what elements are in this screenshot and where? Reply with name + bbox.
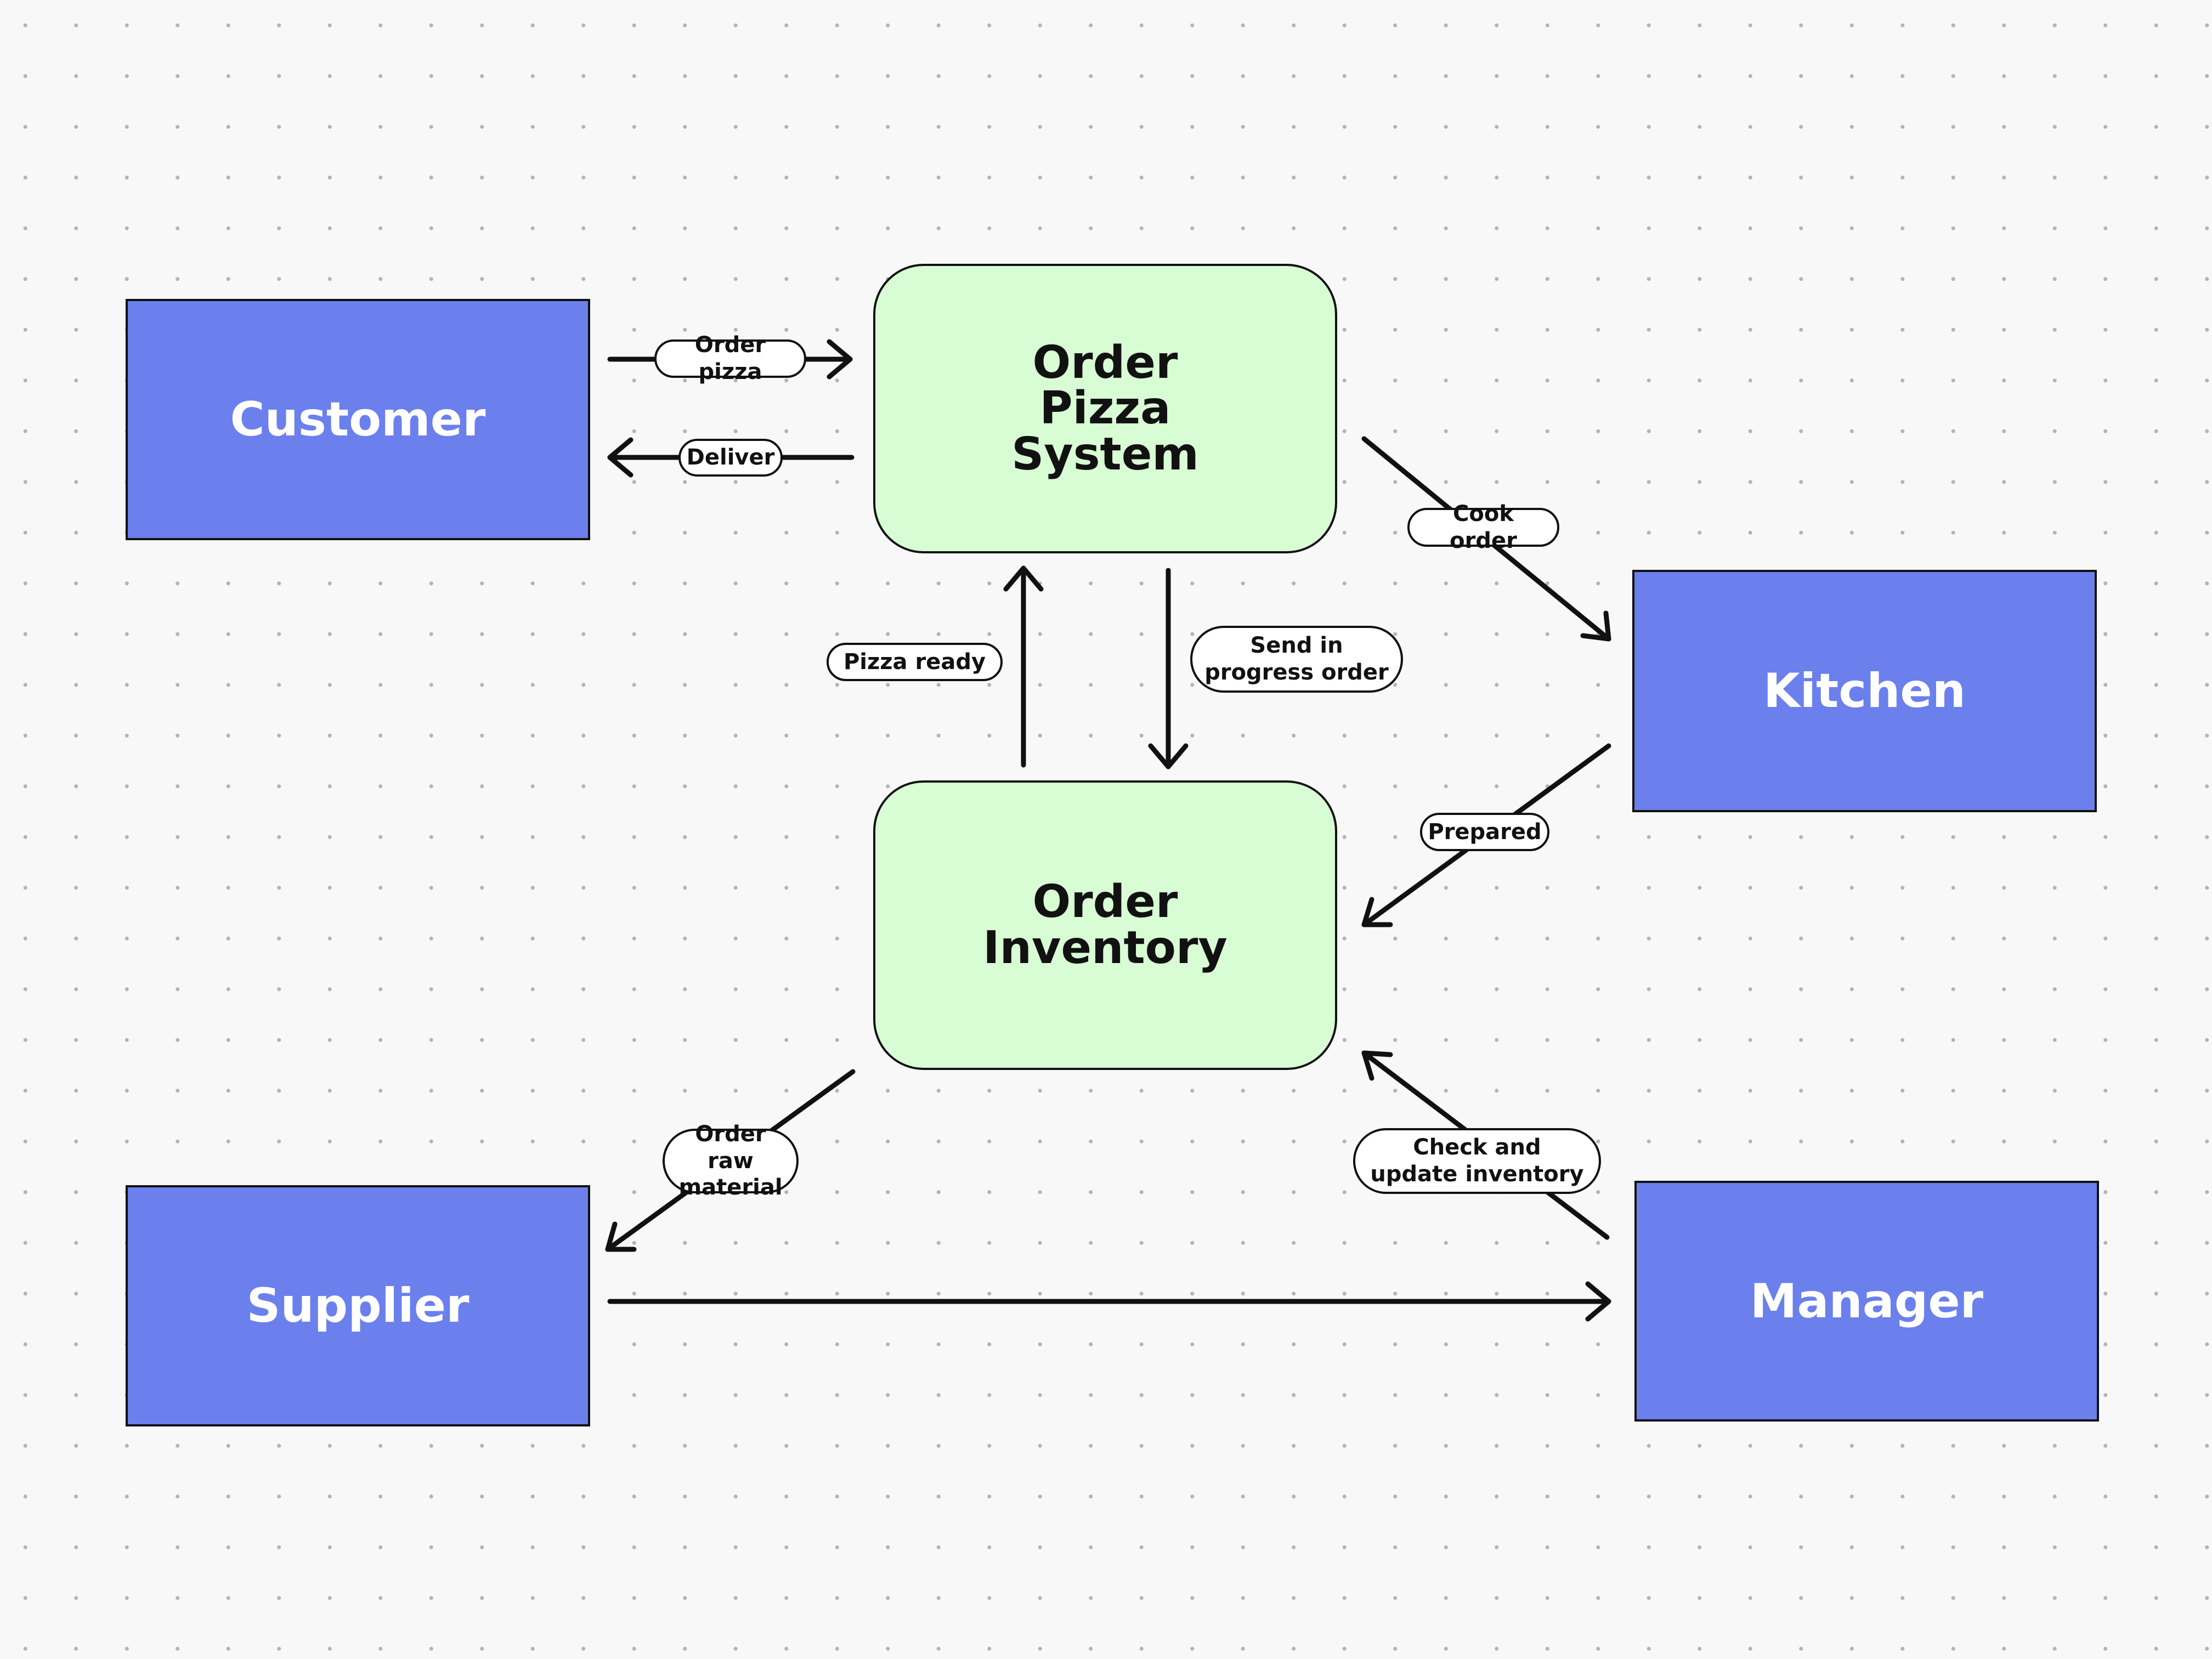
arrow-supplier-to-manager <box>607 1281 1611 1322</box>
order-pizza-system-process[interactable]: Order Pizza System <box>873 264 1337 553</box>
label-pizza-ready: Pizza ready <box>827 643 1003 681</box>
label-cook-order: Cook order <box>1407 501 1559 553</box>
order-inventory-process[interactable]: Order Inventory <box>873 780 1337 1070</box>
label-order-pizza: Order pizza <box>654 332 806 384</box>
arrow-pizza-ready <box>1003 565 1044 768</box>
label-send-in-progress-order: Send in progress order <box>1190 626 1403 693</box>
arrow-send-in-progress-order <box>1148 568 1189 769</box>
label-order-raw-material: Order raw material <box>663 1122 799 1200</box>
supplier-entity[interactable]: Supplier <box>126 1185 590 1426</box>
label-deliver: Deliver <box>678 439 783 477</box>
label-check-and-update-inventory: Check and update inventory <box>1353 1128 1601 1194</box>
label-prepared: Prepared <box>1420 813 1549 851</box>
customer-entity[interactable]: Customer <box>126 299 590 540</box>
manager-entity[interactable]: Manager <box>1634 1181 2099 1422</box>
kitchen-entity[interactable]: Kitchen <box>1632 570 2097 812</box>
